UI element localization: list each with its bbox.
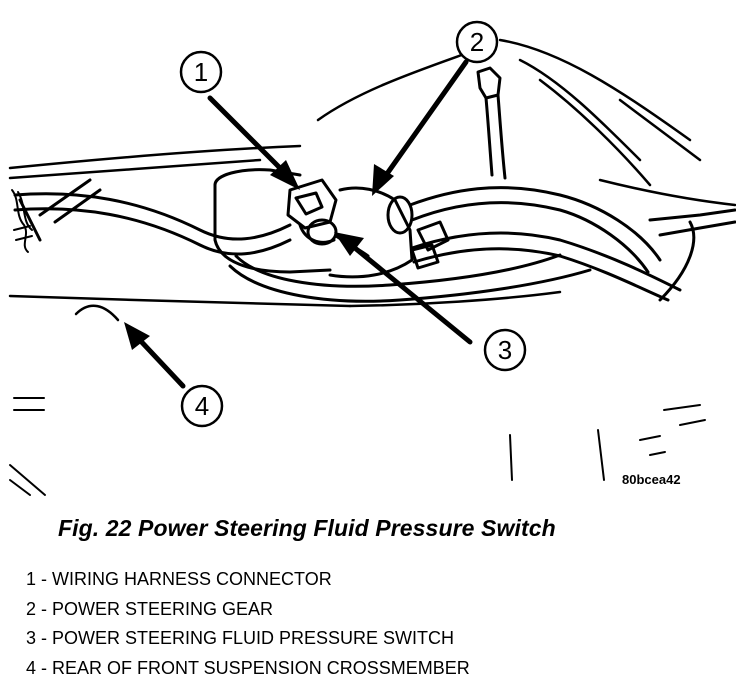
legend-item-3: 3 - POWER STEERING FLUID PRESSURE SWITCH: [26, 624, 470, 654]
legend-list: 1 - WIRING HARNESS CONNECTOR 2 - POWER S…: [26, 565, 470, 683]
floor-pan-lines: [10, 40, 735, 205]
callout-label-1: 1: [194, 57, 208, 87]
callout-label-2: 2: [470, 27, 484, 57]
legend-item-1: 1 - WIRING HARNESS CONNECTOR: [26, 565, 470, 595]
figure-code: 80bcea42: [622, 472, 681, 487]
bracket-clip: [478, 68, 505, 178]
callout-circles: 1 2 3 4: [181, 22, 525, 426]
figure-caption: Fig. 22 Power Steering Fluid Pressure Sw…: [58, 515, 556, 542]
arrow-4: [136, 336, 183, 386]
pressure-hoses: [410, 188, 735, 300]
arrow-3: [350, 244, 470, 342]
arrow-1: [210, 98, 288, 176]
callout-label-4: 4: [195, 391, 209, 421]
power-steering-illustration: 1 2 3 4 80bcea42: [0, 0, 736, 500]
legend-item-2: 2 - POWER STEERING GEAR: [26, 595, 470, 625]
brake-lines: [15, 180, 290, 254]
callout-label-3: 3: [498, 335, 512, 365]
crossmember-edge: [10, 292, 560, 320]
legend-item-4: 4 - REAR OF FRONT SUSPENSION CROSSMEMBER: [26, 654, 470, 683]
lower-detail-lines: [10, 398, 705, 495]
leader-arrows: [124, 62, 470, 386]
